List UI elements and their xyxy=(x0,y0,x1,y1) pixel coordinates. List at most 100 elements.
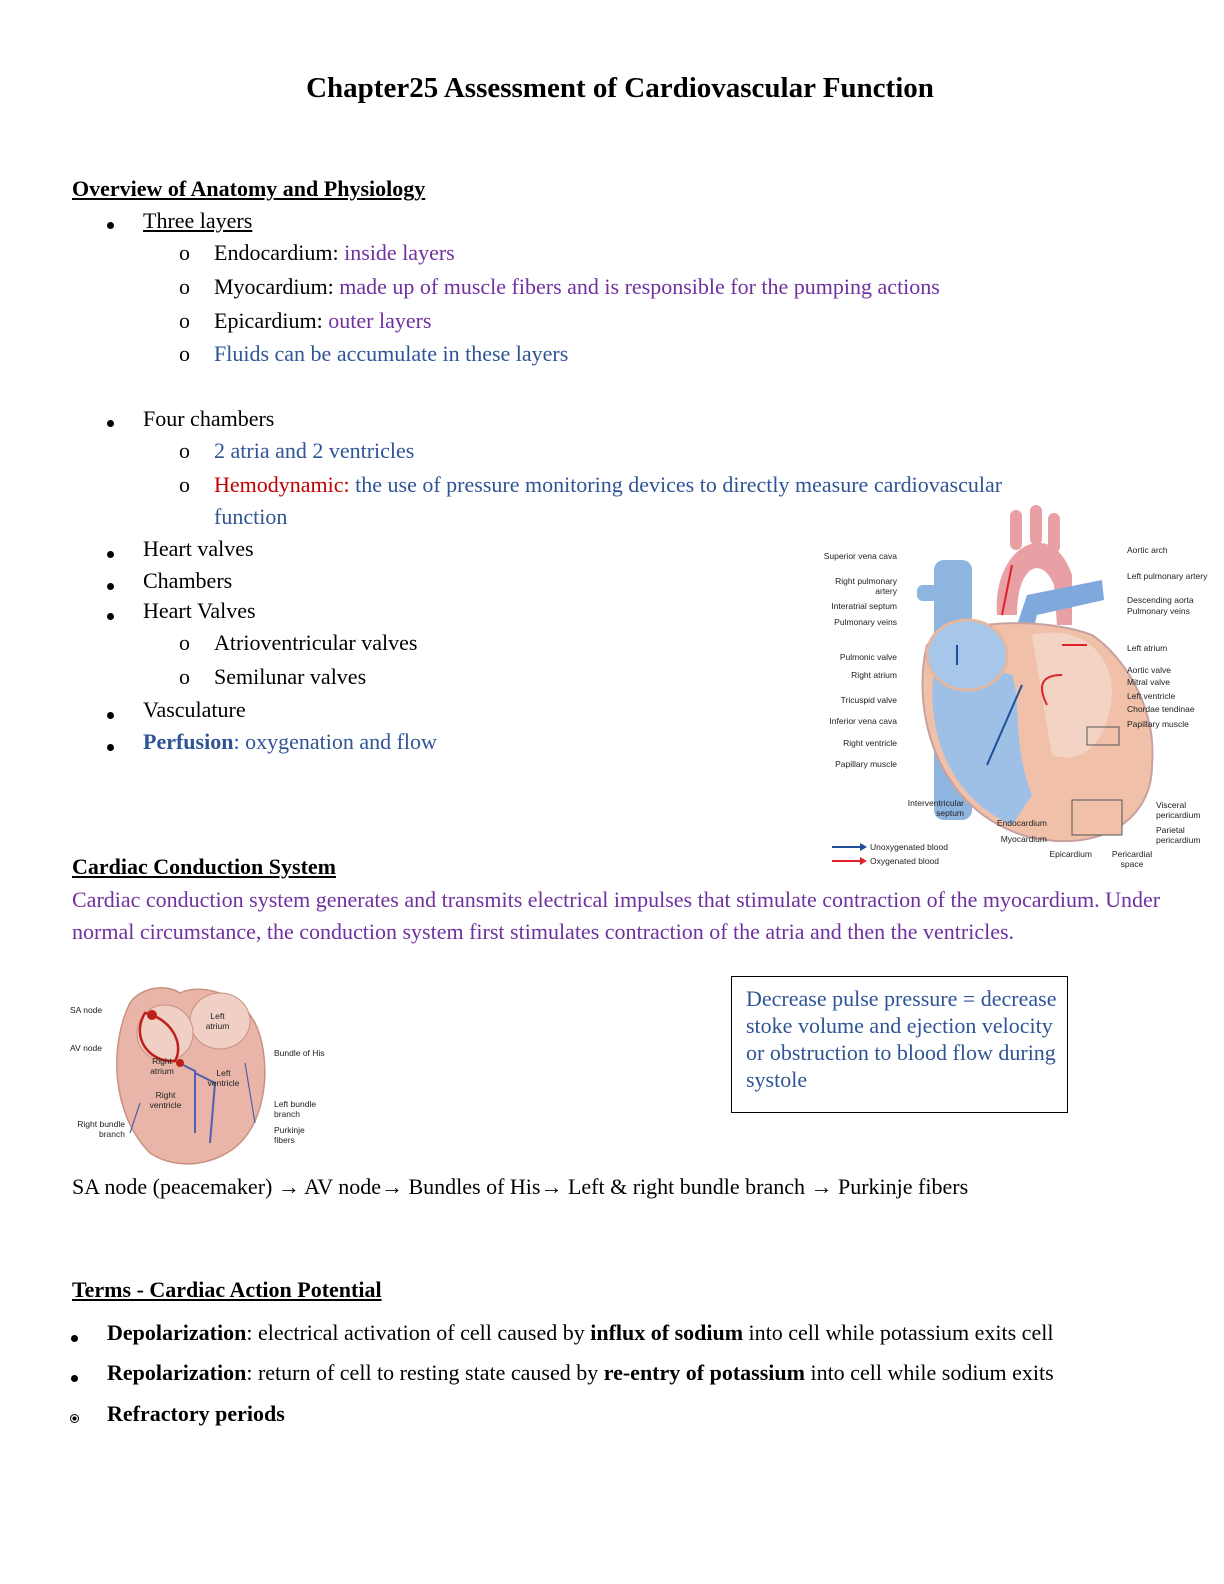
figure-label: AV node xyxy=(70,1043,102,1053)
term-item: Repolarization: return of cell to restin… xyxy=(107,1360,1054,1386)
sub-bullet-icon: o xyxy=(179,438,190,463)
bullet-icon xyxy=(107,577,114,595)
sub-bullet-icon: o xyxy=(179,341,190,366)
layer-term: Epicardium: xyxy=(214,308,329,333)
figure-label: Left pulmonary artery xyxy=(1127,571,1208,581)
bullet-icon xyxy=(107,216,114,234)
term-emphasis: influx of sodium xyxy=(590,1320,744,1345)
heart-anatomy-illustration xyxy=(832,505,1154,865)
conduction-heart-illustration xyxy=(116,987,266,1165)
perfusion-desc: : oxygenation and flow xyxy=(233,729,437,754)
pathway-step: Left & right bundle branch xyxy=(562,1174,811,1199)
figure-label: Bundle of His xyxy=(274,1048,325,1058)
figure-label: Pericardial space xyxy=(1111,849,1153,869)
arrow-icon: → xyxy=(380,1174,403,1199)
layer-note: Fluids can be accumulate in these layers xyxy=(214,341,569,366)
valve-item: Atrioventricular valves xyxy=(214,630,418,655)
figure-label: Aortic valve xyxy=(1127,665,1171,675)
sub-bullet-icon: o xyxy=(179,664,190,689)
layer-desc: made up of muscle fibers and is responsi… xyxy=(339,274,940,299)
figure-label: Myocardium xyxy=(1000,834,1047,844)
figure-label: Right atrium xyxy=(851,670,897,680)
figure-label: Left atrium xyxy=(205,1011,230,1031)
figure-label: Chordae tendinae xyxy=(1127,704,1195,714)
figure-label: Epicardium xyxy=(1049,849,1092,859)
figure-label: Papillary muscle xyxy=(835,759,897,769)
figure-label: Right ventricle xyxy=(149,1090,182,1110)
figure-label: Descending aorta xyxy=(1127,595,1194,605)
figure-label: Tricuspid valve xyxy=(840,695,897,705)
layer-item: Endocardium: inside layers xyxy=(214,240,455,266)
list-item: Heart Valves xyxy=(143,598,256,623)
layer-item: Myocardium: made up of muscle fibers and… xyxy=(214,274,940,300)
figure-label: Pulmonary veins xyxy=(1127,606,1190,616)
hemodynamic-desc-cont: function xyxy=(214,504,288,529)
conduction-heart-figure: SA node AV node Right bundle branch Left… xyxy=(70,983,340,1168)
perfusion-item: Perfusion: oxygenation and flow xyxy=(143,729,437,755)
page-title: Chapter25 Assessment of Cardiovascular F… xyxy=(306,72,934,104)
conduction-heading: Cardiac Conduction System xyxy=(72,854,337,879)
overview-heading: Overview of Anatomy and Physiology xyxy=(72,176,426,201)
figure-label: Left ventricle xyxy=(1127,691,1176,701)
figure-label: Right atrium xyxy=(150,1056,174,1076)
chambers-desc: 2 atria and 2 ventricles xyxy=(214,438,415,463)
figure-label: Inferior vena cava xyxy=(829,716,897,726)
figure-label: Interventricular septum xyxy=(907,798,964,818)
figure-label: Superior vena cava xyxy=(823,551,897,561)
figure-label: Endocardium xyxy=(996,818,1047,828)
conduction-paragraph: Cardiac conduction system generates and … xyxy=(72,887,1161,944)
bullet-icon xyxy=(71,1369,78,1387)
pathway-step: SA node (peacemaker) xyxy=(72,1174,278,1199)
conduction-pathway: SA node (peacemaker) → AV node→ Bundles … xyxy=(72,1174,968,1200)
figure-label: Mitral valve xyxy=(1127,677,1170,687)
figure-label: Visceral pericardium xyxy=(1156,800,1201,820)
sub-bullet-icon: o xyxy=(179,308,190,333)
heart-anatomy-figure: Superior vena cava Right pulmonary arter… xyxy=(822,505,1222,880)
figure-label: Right pulmonary artery xyxy=(835,576,897,596)
term-desc: : return of cell to resting state caused… xyxy=(246,1360,604,1385)
four-chambers-label: Four chambers xyxy=(143,406,275,431)
term-name: Refractory periods xyxy=(107,1401,285,1426)
figure-label: Aortic arch xyxy=(1127,545,1168,555)
pathway-step: Bundles of His xyxy=(402,1174,541,1199)
term-item: Depolarization: electrical activation of… xyxy=(107,1320,1053,1346)
sub-bullet-icon: o xyxy=(179,274,190,299)
term-emphasis: re-entry of potassium xyxy=(603,1360,805,1385)
legend-oxygenated: Oxygenated blood xyxy=(870,856,939,866)
figure-label: Left bundle branch xyxy=(274,1099,317,1119)
figure-label: Papillary muscle xyxy=(1127,719,1189,729)
terms-heading: Terms - Cardiac Action Potential xyxy=(72,1277,382,1302)
arrow-icon: → xyxy=(277,1174,300,1199)
sub-bullet-icon: o xyxy=(179,630,190,655)
term-desc: : electrical activation of cell caused b… xyxy=(246,1320,591,1345)
sub-bullet-icon: o xyxy=(179,240,190,265)
three-layers-label: Three layers xyxy=(143,208,253,233)
pathway-step: Purkinje fibers xyxy=(832,1174,969,1199)
layer-desc: outer layers xyxy=(328,308,432,333)
figure-label: Right bundle branch xyxy=(77,1119,125,1139)
hemodynamic-term: Hemodynamic: xyxy=(214,472,350,497)
hemodynamic-item: Hemodynamic: the use of pressure monitor… xyxy=(214,472,1002,498)
term-desc: into cell while potassium exits cell xyxy=(743,1320,1054,1345)
figure-label: Purkinje fibers xyxy=(274,1125,305,1145)
figure-label: Left atrium xyxy=(1127,643,1168,653)
layer-term: Myocardium: xyxy=(214,274,340,299)
figure-label: Pulmonic valve xyxy=(839,652,897,662)
list-item: Heart valves xyxy=(143,536,254,561)
layer-item: Epicardium: outer layers xyxy=(214,308,431,334)
perfusion-term: Perfusion xyxy=(143,729,234,754)
valve-item: Semilunar valves xyxy=(214,664,367,689)
bullet-icon xyxy=(107,706,114,724)
list-item: Vasculature xyxy=(143,697,246,722)
figure-label: Parietal pericardium xyxy=(1156,825,1201,845)
figure-label: Pulmonary veins xyxy=(834,617,897,627)
layer-term: Endocardium: xyxy=(214,240,345,265)
bullet-icon xyxy=(71,1409,78,1427)
sub-bullet-icon: o xyxy=(179,472,190,497)
bullet-icon xyxy=(107,414,114,432)
bullet-icon xyxy=(107,738,114,756)
hemodynamic-desc: the use of pressure monitoring devices t… xyxy=(349,472,1003,497)
list-item: Chambers xyxy=(143,568,233,593)
arrow-icon: → xyxy=(810,1174,833,1199)
term-desc: into cell while sodium exits xyxy=(804,1360,1054,1385)
